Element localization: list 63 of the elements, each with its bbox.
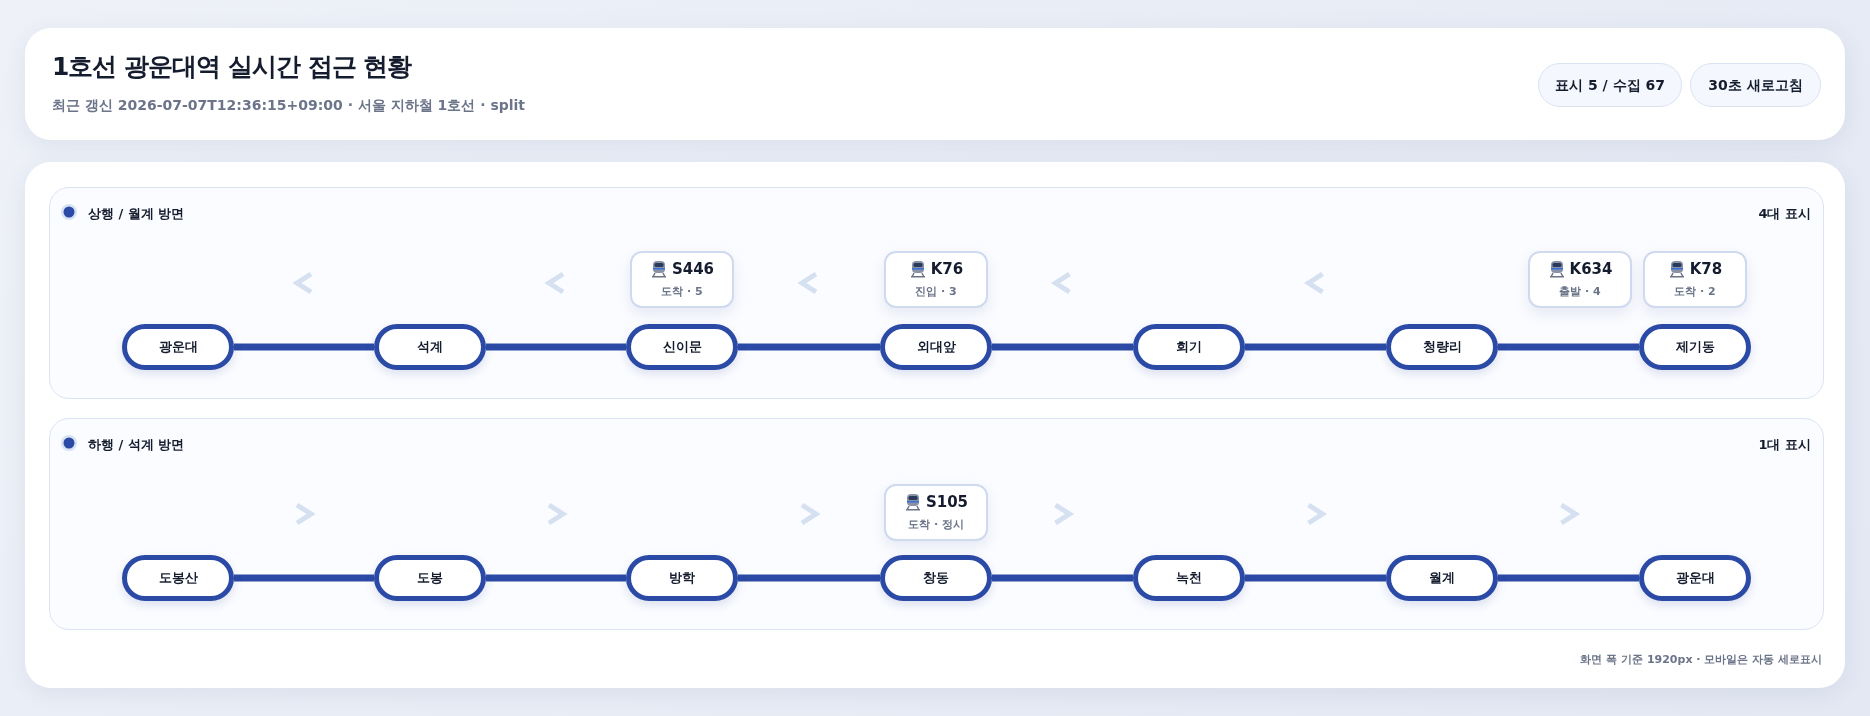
station-pill: 광운대	[122, 324, 234, 370]
train-status: 도착 · 정시	[907, 517, 965, 532]
train-status: 도착 · 2	[1673, 284, 1717, 299]
train-card	[884, 251, 988, 308]
direction-arrow	[544, 271, 565, 295]
status-pill: 30초 새로고침	[1690, 63, 1821, 107]
track-line	[992, 574, 1133, 582]
station-pill: 녹천	[1133, 555, 1245, 601]
direction-arrow	[292, 271, 313, 295]
track-line	[1245, 343, 1386, 351]
train-number: S105	[925, 493, 969, 511]
station-pill: 청량리	[1386, 324, 1498, 370]
direction-heading: 하행 / 석계 방면	[88, 436, 185, 454]
footnote: 화면 폭 기준 1920px · 모바일은 자동 세로표시	[1580, 652, 1822, 667]
train-card	[630, 251, 734, 308]
station-pill: 제기동	[1639, 324, 1751, 370]
line-panel	[49, 418, 1824, 630]
direction-heading: 상행 / 월계 방면	[88, 205, 185, 223]
station-pill: 광운대	[1639, 555, 1751, 601]
station-pill: 방학	[626, 555, 738, 601]
train-number: K78	[1689, 260, 1723, 278]
station-pill: 석계	[374, 324, 486, 370]
track-line	[486, 574, 626, 582]
direction-arrow	[1307, 502, 1328, 526]
train-status: 진입 · 3	[914, 284, 958, 299]
status-pill: 표시 5 / 수집 67	[1538, 63, 1682, 107]
direction-arrow	[797, 271, 818, 295]
track-line	[738, 574, 880, 582]
direction-arrow	[1050, 271, 1071, 295]
train-count: 1대 표시	[1758, 436, 1811, 454]
train-number: S446	[671, 260, 715, 278]
direction-arrow	[295, 502, 316, 526]
track-line	[234, 574, 374, 582]
track-line	[738, 343, 880, 351]
train-card	[1528, 251, 1632, 308]
track-line	[1245, 574, 1386, 582]
page-title: 1호선 광운대역 실시간 접근 현황	[52, 51, 412, 83]
train-card	[1643, 251, 1747, 308]
track-line	[1498, 574, 1639, 582]
track-line	[1498, 343, 1639, 351]
station-pill: 창동	[880, 555, 992, 601]
station-pill: 도봉	[374, 555, 486, 601]
train-status: 도착 · 5	[660, 284, 704, 299]
station-pill: 도봉산	[122, 555, 234, 601]
station-pill: 신이문	[626, 324, 738, 370]
direction-arrow	[1303, 271, 1324, 295]
train-number: K76	[930, 260, 964, 278]
track-line	[234, 343, 374, 351]
train-count: 4대 표시	[1758, 205, 1811, 223]
direction-arrow	[1560, 502, 1581, 526]
track-line	[486, 343, 626, 351]
update-info: 최근 갱신 2026-07-07T12:36:15+09:00 · 서울 지하철 1호선 · split	[52, 97, 526, 115]
line-panel	[49, 187, 1824, 399]
station-pill: 월계	[1386, 555, 1498, 601]
train-card	[884, 484, 988, 541]
direction-arrow	[1054, 502, 1075, 526]
station-pill: 외대앞	[880, 324, 992, 370]
station-pill: 회기	[1133, 324, 1245, 370]
track-line	[992, 343, 1133, 351]
train-status: 출발 · 4	[1558, 284, 1602, 299]
direction-arrow	[800, 502, 821, 526]
train-number: K634	[1569, 260, 1613, 278]
direction-arrow	[547, 502, 568, 526]
